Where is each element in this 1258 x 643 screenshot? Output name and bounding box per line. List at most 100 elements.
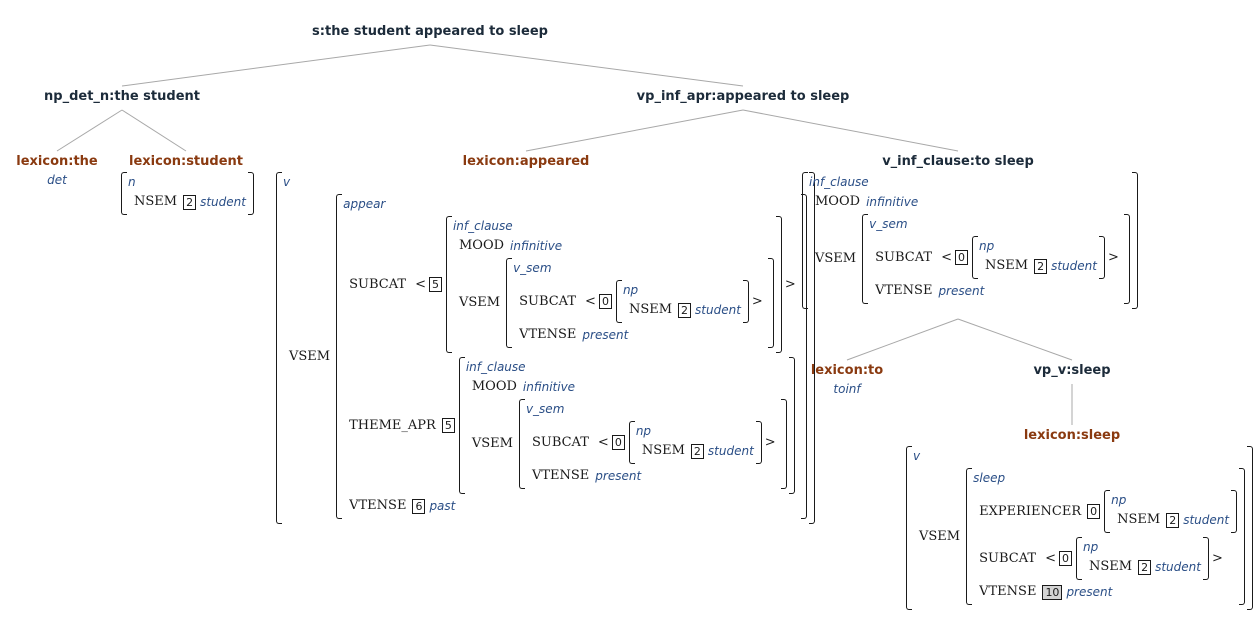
feature-name: NSEM [628, 302, 673, 317]
feature-name: VSEM [919, 528, 961, 544]
feature-value: past [429, 499, 456, 513]
list-close: > [1211, 550, 1223, 566]
coindex-tag: 0 [1087, 504, 1101, 519]
node-vp-v: vp_v:sleep [1033, 363, 1111, 378]
node-root: s:the student appeared to sleep [312, 24, 548, 39]
feature-value: infinitive [522, 380, 576, 394]
feature-value: student [707, 444, 754, 458]
coindex-tag: 2 [1166, 512, 1180, 528]
list-close: > [764, 434, 776, 450]
feature-value: student [695, 303, 741, 317]
coindex-tag: 0 [954, 250, 968, 265]
feature-value: student [200, 195, 246, 209]
node-lexicon-to: lexicon:to [810, 363, 884, 378]
feature-name: NSEM [641, 443, 685, 458]
coindex-tag-highlighted: 10 [1042, 584, 1063, 600]
coindex-tag: 0 [611, 435, 625, 450]
feature-value: present [582, 328, 629, 342]
edge-vp-appeared [525, 109, 744, 152]
feature-value: infinitive [510, 239, 563, 253]
feature-value: present [938, 284, 985, 298]
feature-name: VSEM [289, 348, 331, 364]
feature-name: MOOD [458, 238, 505, 253]
type-label: appear [343, 197, 386, 211]
feature-name: VTENSE [349, 498, 407, 513]
node-lexicon-the: lexicon:the [16, 154, 98, 169]
coindex-tag: 2 [690, 443, 704, 459]
coindex-tag: 2 [1138, 559, 1152, 575]
node-lexicon-student: lexicon:student [128, 154, 244, 169]
edge-vinf-to [846, 318, 959, 361]
type-label: np [1082, 540, 1099, 554]
feature-name: VTENSE [875, 283, 933, 298]
feature-name: VTENSE [531, 468, 590, 483]
feature-name: VSEM [471, 436, 513, 451]
type-label: v [283, 175, 291, 189]
feature-value: student [1155, 560, 1201, 574]
type-label: inf_clause [809, 175, 869, 189]
feature-name: EXPERIENCER [979, 503, 1082, 519]
type-label: n [128, 175, 136, 189]
type-label: v_sem [513, 261, 552, 275]
feature-name: MOOD [471, 379, 517, 394]
fs-appeared: v VSEM appear SUBCAT <5 inf_clause MOOD i… [276, 172, 815, 529]
list-close: > [751, 293, 763, 309]
node-lexicon-sleep: lexicon:sleep [1023, 428, 1121, 443]
list-open: < [585, 293, 596, 309]
type-label: np [978, 239, 995, 253]
coindex-tag: 0 [598, 294, 612, 309]
feature-name: NSEM [134, 194, 178, 209]
coindex-tag: 2 [1034, 258, 1048, 274]
coindex-tag: 2 [678, 302, 692, 318]
feature-name: SUBCAT [519, 293, 577, 309]
type-label: inf_clause [465, 360, 526, 374]
feature-name: NSEM [1117, 512, 1161, 527]
lexicon-the-category: det [47, 173, 67, 187]
type-label: inf_clause [452, 219, 513, 233]
edge-root-vp [429, 44, 744, 87]
lexicon-to-category: toinf [833, 382, 861, 396]
feature-name: VTENSE [979, 584, 1037, 599]
feature-name: SUBCAT [875, 249, 933, 265]
coindex-tag: 2 [183, 194, 197, 210]
edge-vinf-vpv [957, 318, 1073, 361]
feature-value: present [595, 469, 642, 483]
feature-name: SUBCAT [531, 434, 589, 450]
list-open: < [415, 276, 426, 292]
list-close: > [1107, 249, 1119, 265]
edge-np-student [121, 109, 187, 152]
coindex-tag: 5 [428, 277, 442, 292]
edge-vp-vinf [742, 109, 959, 152]
type-label: v_sem [869, 217, 908, 231]
feature-value: present [1066, 585, 1113, 599]
coindex-tag: 0 [1058, 551, 1072, 566]
feature-name: SUBCAT [349, 276, 407, 292]
type-label: np [635, 424, 652, 438]
list-open: < [597, 434, 609, 450]
node-v-inf-clause: v_inf_clause:to sleep [882, 154, 1034, 169]
feature-name: NSEM [984, 258, 1029, 273]
node-lexicon-appeared: lexicon:appeared [462, 154, 590, 169]
node-vp: vp_inf_apr:appeared to sleep [636, 89, 850, 104]
feature-value: student [1183, 513, 1230, 527]
type-label: sleep [973, 471, 1006, 485]
node-np: np_det_n:the student [44, 89, 200, 104]
edge-root-np [121, 44, 431, 87]
list-close: > [784, 276, 796, 292]
feature-name: VSEM [815, 251, 857, 266]
type-label: v_sem [525, 402, 565, 416]
list-open: < [1045, 550, 1056, 566]
feature-value: student [1051, 259, 1097, 273]
feature-value: infinitive [866, 195, 919, 209]
coindex-tag: 6 [412, 498, 426, 514]
feature-name: NSEM [1088, 559, 1133, 574]
feature-name: MOOD [815, 194, 861, 209]
feature-name: THEME_APR [349, 417, 436, 433]
feature-name: SUBCAT [979, 550, 1037, 566]
feature-name: VSEM [458, 295, 501, 310]
list-open: < [941, 249, 952, 265]
coindex-tag: 5 [441, 418, 455, 433]
